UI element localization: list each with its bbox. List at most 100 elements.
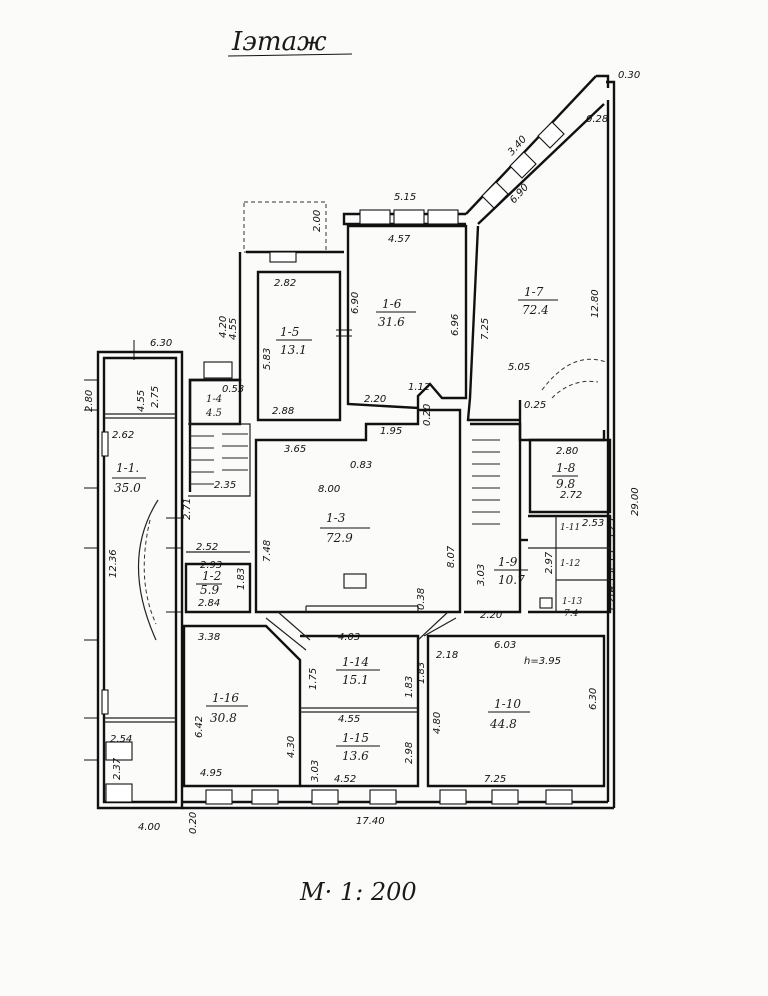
room-1-14-id: 1-14 xyxy=(342,655,369,669)
dim-33: 8.07 xyxy=(446,545,457,568)
dim-41: 3.38 xyxy=(198,632,220,643)
left-small-rooms xyxy=(184,378,252,614)
room-1-3-id: 1-3 xyxy=(326,511,346,525)
dim-37: 1.83 xyxy=(236,568,247,590)
dim-18: 2.80 xyxy=(84,390,95,412)
room-1-3-area: 72.9 xyxy=(326,531,353,545)
dim-29: 2.80 xyxy=(556,446,578,457)
windows xyxy=(101,121,573,805)
dimension-labels: 0.30 0.28 3.40 6.90 12.80 5.15 2.00 4.57… xyxy=(84,70,641,834)
outer-walls xyxy=(96,74,616,810)
room-1-13-area: 7.4 xyxy=(564,609,579,619)
dim-16: 6.30 xyxy=(150,338,172,349)
room-1-16-id: 1-16 xyxy=(212,691,239,705)
dim-1: 0.28 xyxy=(586,114,608,125)
room-labels: 1-1. 35.0 1-2 5.9 1-3 72.9 1-4 4.5 1-5 1… xyxy=(112,285,582,763)
room-1-8-id: 1-8 xyxy=(556,461,576,475)
room-1-5-id: 1-5 xyxy=(280,325,299,339)
dim-31: 29.00 xyxy=(630,487,641,516)
dim-63: 2.37 xyxy=(112,757,123,780)
room-1-4-id: 1-4 xyxy=(206,394,222,405)
dim-43: 0.38 xyxy=(416,588,427,610)
dim-60: 4.00 xyxy=(138,822,160,833)
dim-58: 12.36 xyxy=(108,549,119,578)
room-1-5-area: 13.1 xyxy=(280,343,307,357)
dim-69: 3.25 xyxy=(606,518,617,540)
room-1-16-area: 30.8 xyxy=(210,711,237,725)
room-1-12-id: 1-12 xyxy=(560,559,580,569)
dim-56: 4.52 xyxy=(334,774,356,785)
dim-19: 2.62 xyxy=(112,430,134,441)
dim-24: 8.00 xyxy=(318,484,340,495)
dim-25: 2.20 xyxy=(364,394,386,405)
dim-50: 4.80 xyxy=(432,712,443,734)
dim-11: 5.83 xyxy=(262,348,273,370)
bottom-rooms xyxy=(182,611,606,788)
dim-51: 6.30 xyxy=(588,688,599,710)
room-1-7-area: 72.4 xyxy=(522,303,549,317)
dim-40: 2.20 xyxy=(480,610,502,621)
room-1-4-area: 4.5 xyxy=(205,408,222,419)
room-1-9-id: 1-9 xyxy=(498,555,518,569)
room-1-15-area: 13.6 xyxy=(342,749,369,763)
room-1-6-walls xyxy=(346,224,468,410)
dim-49: 1.83 xyxy=(404,676,415,698)
dim-52: 4.55 xyxy=(338,714,360,725)
dim-3: 6.90 xyxy=(508,182,531,206)
dim-68: 2.53 xyxy=(582,518,604,529)
dim-8: 6.90 xyxy=(350,292,361,314)
dim-59: 2.54 xyxy=(110,734,132,745)
dim-7: 4.57 xyxy=(388,234,411,245)
plan-title: Iэтаж xyxy=(231,27,327,57)
dim-48: 1.75 xyxy=(308,668,319,690)
dim-64: 4.20 xyxy=(218,316,229,338)
room-1-3-walls xyxy=(254,408,462,614)
dim-6: 2.00 xyxy=(312,210,323,232)
dim-66: 0.53 xyxy=(222,384,244,395)
room-1-13-id: 1-13 xyxy=(562,597,582,607)
room-1-7-id: 1-7 xyxy=(524,285,544,299)
room-1-6-area: 31.6 xyxy=(378,315,405,329)
room-1-1-area: 35.0 xyxy=(114,481,141,495)
dim-65: 2.35 xyxy=(214,480,236,491)
corridor-curve xyxy=(104,413,176,723)
dim-17: 2.75 xyxy=(150,386,161,408)
room-1-5-walls xyxy=(256,270,342,422)
dim-32: 7.48 xyxy=(262,540,273,562)
dim-30: 2.72 xyxy=(560,490,582,501)
dim-36: 2.84 xyxy=(198,598,220,609)
room-1-8-area: 9.8 xyxy=(556,477,575,491)
room-1-14-area: 15.1 xyxy=(342,673,369,687)
dim-72: 1.28 xyxy=(606,590,617,612)
dim-35: 2.93 xyxy=(200,560,222,571)
dim-10: 2.82 xyxy=(274,278,296,289)
dim-15: 5.05 xyxy=(508,362,530,373)
right-service-rooms xyxy=(464,422,612,614)
room-1-10-id: 1-10 xyxy=(494,697,521,711)
dim-62: 17.40 xyxy=(356,816,385,827)
room-1-6-id: 1-6 xyxy=(382,297,402,311)
scale-caption: M· 1: 200 xyxy=(299,878,417,906)
dim-53: 3.03 xyxy=(310,760,321,782)
dim-70: 1.15 xyxy=(606,550,617,572)
dim-42: 4.03 xyxy=(338,632,360,643)
dim-46: 6.42 xyxy=(194,716,205,738)
dim-61: 0.20 xyxy=(188,812,199,834)
dim-23: 0.83 xyxy=(350,460,372,471)
dim-28: 0.25 xyxy=(524,400,546,411)
room-1-10-area: 44.8 xyxy=(489,717,517,731)
dim-14: 7.25 xyxy=(480,318,491,340)
dim-13: 6.96 xyxy=(450,314,461,336)
room-1-2-id: 1-2 xyxy=(202,569,221,583)
dim-54: 2.98 xyxy=(404,742,415,764)
room-1-2-area: 5.9 xyxy=(200,583,219,597)
dim-21: 3.65 xyxy=(284,444,306,455)
dim-39: 2.97 xyxy=(544,551,555,574)
room-1-11-id: 1-11 xyxy=(560,523,580,533)
dim-44: 6.03 xyxy=(494,640,516,651)
dim-22: 1.95 xyxy=(380,426,402,437)
dim-4: 12.80 xyxy=(590,289,601,318)
dim-55: 4.95 xyxy=(200,768,222,779)
